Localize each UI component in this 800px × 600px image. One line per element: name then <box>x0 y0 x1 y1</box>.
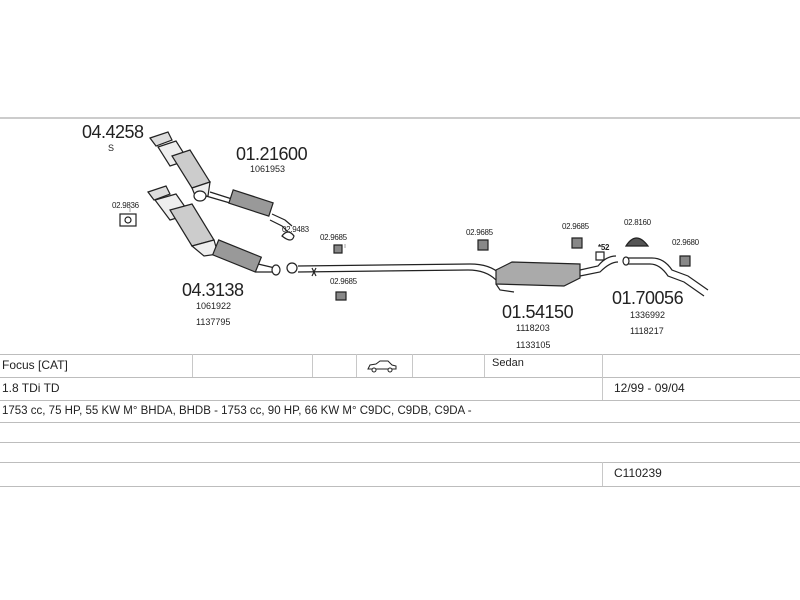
catalog-code: C110239 <box>614 466 662 480</box>
clamp-star-52 <box>595 251 605 261</box>
hanger-02-9685-c <box>477 239 489 251</box>
small-part-label: 02.9680 <box>672 238 699 247</box>
reference-number: 1118203 <box>516 323 550 333</box>
engine-type: 1.8 TDi TD <box>2 381 60 395</box>
small-part-label: 02.9685 <box>562 222 589 231</box>
clamp-02-9483 <box>281 231 295 241</box>
body-type: Sedan <box>492 357 524 369</box>
exhaust-diagram <box>0 117 800 301</box>
part-number-01-54150: 01.54150 <box>502 302 574 322</box>
small-part-label: 02.9685 <box>320 233 347 242</box>
vehicle-model: Focus [CAT] <box>2 358 68 372</box>
part-number-04-3138: 04.3138 <box>182 280 244 300</box>
hanger-02-9685-b <box>335 291 347 301</box>
mount-02-8160 <box>624 237 650 247</box>
catalytic-converter-upper <box>149 131 211 199</box>
part-number-01-21600: 01.21600 <box>236 144 308 164</box>
engine-specs: 1753 cc, 75 HP, 55 KW M° BHDA, BHDB - 17… <box>2 405 472 417</box>
small-part-label: 02.9685 <box>330 277 357 286</box>
reference-number: 1061922 <box>196 301 232 311</box>
middle-silencer <box>495 255 619 293</box>
hanger-02-9685-a <box>333 244 343 254</box>
part-number-01-70056: 01.70056 <box>612 288 684 308</box>
reference-number: 1118217 <box>630 326 664 336</box>
small-part-label: 02.9483 <box>282 225 309 234</box>
small-part-label: 02.9685 <box>466 228 493 237</box>
reference-number: 1061953 <box>250 164 286 174</box>
gasket-02-9836 <box>119 213 137 227</box>
small-part-label: 02.8160 <box>624 218 651 227</box>
small-part-label: *52 <box>598 243 610 252</box>
front-pipe-lower <box>211 239 281 276</box>
production-period: 12/99 - 09/04 <box>614 381 685 395</box>
reference-number: 1133105 <box>516 340 551 350</box>
small-part-label: 02.9836 <box>112 201 139 210</box>
sedan-car-icon <box>367 360 397 373</box>
intermediate-pipe <box>297 263 501 281</box>
reference-number: 1137795 <box>196 317 231 327</box>
front-pipe-upper <box>193 189 293 233</box>
tail-pipe <box>622 256 709 297</box>
reference-number: 1336992 <box>630 310 666 320</box>
hanger-02-9685-d <box>571 237 583 249</box>
part-suffix-label: S <box>108 143 115 153</box>
hanger-02-9680 <box>679 255 691 267</box>
part-number-04-4258: 04.4258 <box>82 122 144 142</box>
